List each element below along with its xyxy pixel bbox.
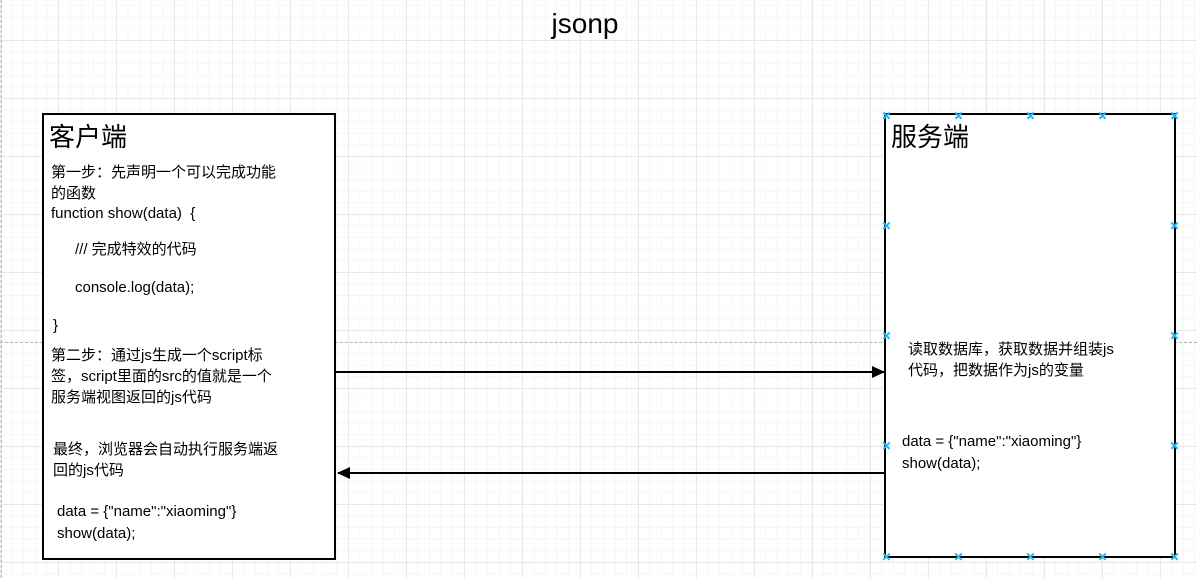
connection-point-icon[interactable] — [1026, 111, 1035, 120]
connection-point-icon[interactable] — [882, 111, 891, 120]
server-process-note: 读取数据库，获取数据并组装js 代码，把数据作为js的变量 — [908, 341, 1114, 379]
client-result-code: data = {"name":"xiaoming"} show(data); — [57, 503, 237, 542]
page-break-horizontal-line — [0, 342, 1197, 343]
client-box-title: 客户端 — [49, 122, 128, 152]
response-arrow[interactable] — [337, 467, 884, 479]
connection-point-icon[interactable] — [882, 221, 891, 230]
connection-point-icon[interactable] — [1098, 552, 1107, 561]
connection-point-icon[interactable] — [1170, 331, 1179, 340]
client-code-comment: /// 完成特效的代码 — [75, 241, 197, 258]
connection-point-icon[interactable] — [882, 331, 891, 340]
page-break-vertical-line — [1, 0, 2, 578]
connection-point-icon[interactable] — [954, 552, 963, 561]
client-code-fn-open: function show(data) { — [51, 205, 196, 222]
server-box-title: 服务端 — [891, 122, 970, 152]
connection-point-icon[interactable] — [882, 552, 891, 561]
connection-point-icon[interactable] — [1170, 221, 1179, 230]
diagram-title[interactable]: jsonp — [551, 8, 619, 39]
connection-point-icon[interactable] — [1170, 441, 1179, 450]
client-step2-text: 第二步：通过js生成一个script标 签，script里面的src的值就是一个… — [51, 347, 272, 406]
response-arrow-line — [338, 472, 884, 474]
client-box[interactable]: 客户端 第一步：先声明一个可以完成功能 的函数 function show(da… — [42, 113, 336, 560]
connection-point-icon[interactable] — [1170, 111, 1179, 120]
client-code-fn-close: } — [53, 317, 59, 334]
client-code-console: console.log(data); — [75, 279, 195, 296]
request-arrowhead-icon — [872, 366, 885, 378]
server-box[interactable]: 服务端 读取数据库，获取数据并组装js 代码，把数据作为js的变量 data =… — [884, 113, 1176, 558]
client-final-note: 最终，浏览器会自动执行服务端返 回的js代码 — [53, 441, 279, 479]
request-arrow[interactable] — [336, 366, 885, 378]
connection-point-icon[interactable] — [954, 111, 963, 120]
connection-point-icon[interactable] — [1026, 552, 1035, 561]
connection-point-icon[interactable] — [1098, 111, 1107, 120]
connection-point-icon[interactable] — [882, 441, 891, 450]
request-arrow-line — [336, 371, 884, 373]
response-arrowhead-icon — [337, 467, 350, 479]
connection-point-icon[interactable] — [1170, 552, 1179, 561]
client-step1-text: 第一步：先声明一个可以完成功能 的函数 — [51, 164, 277, 202]
server-result-code: data = {"name":"xiaoming"} show(data); — [902, 433, 1082, 472]
